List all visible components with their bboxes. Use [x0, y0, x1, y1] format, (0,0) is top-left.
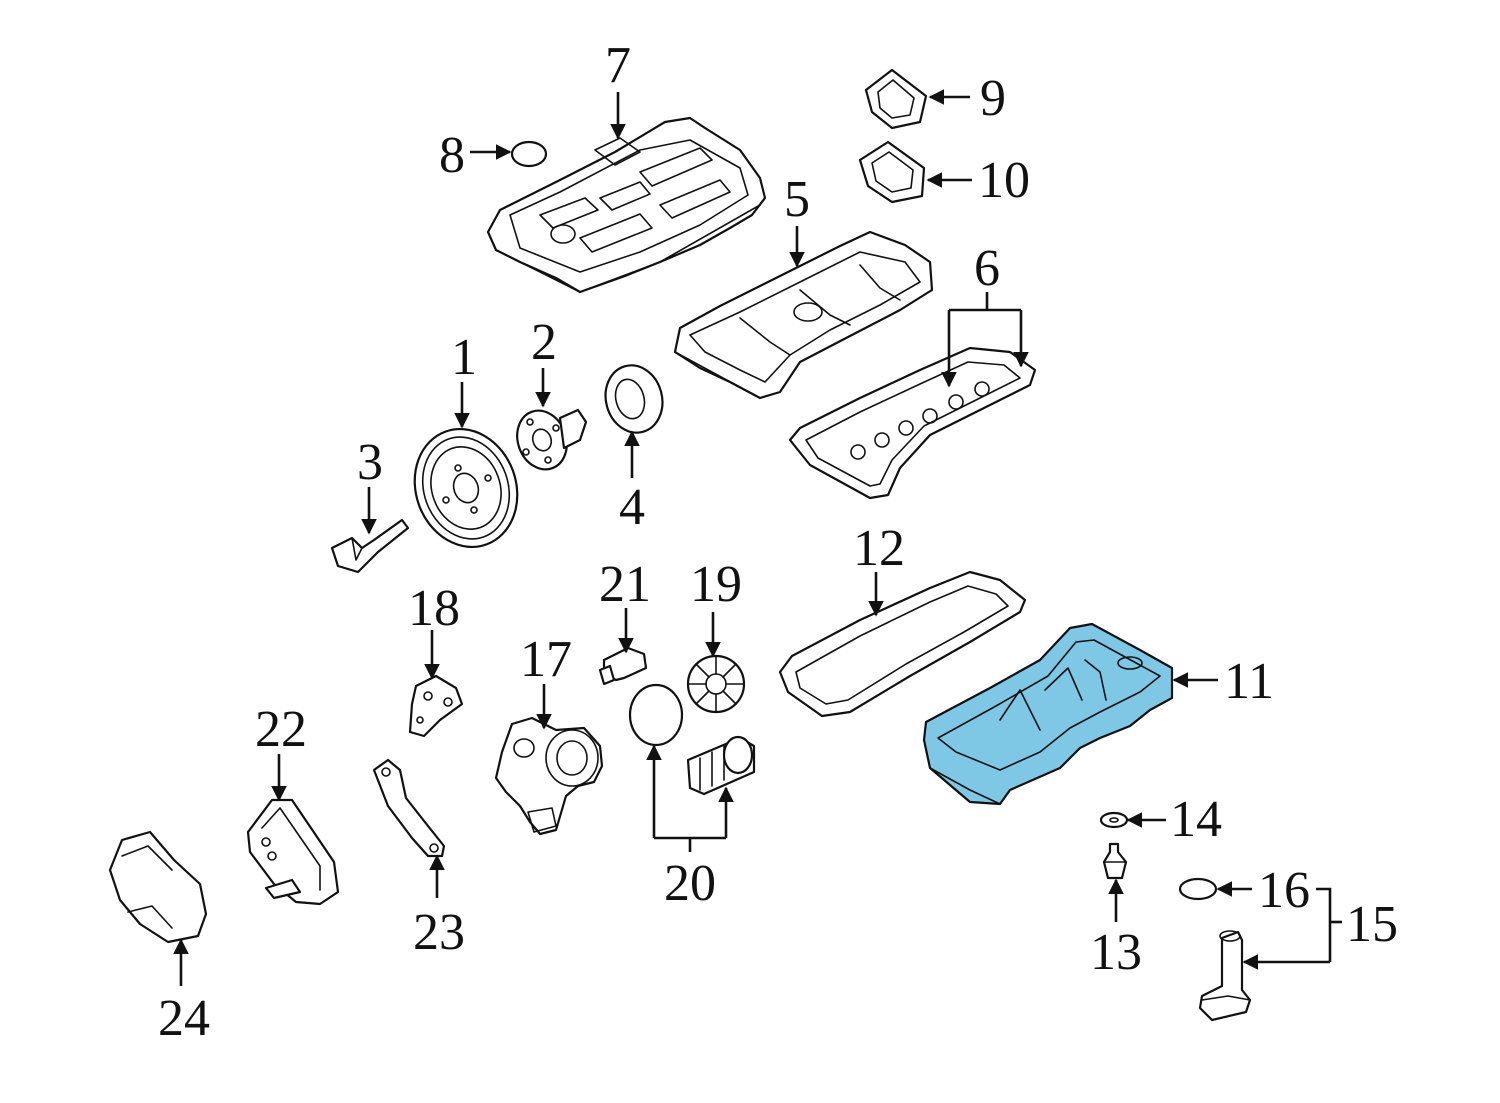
callout-12[interactable]: 12	[853, 520, 905, 577]
callout-17[interactable]: 17	[520, 631, 572, 688]
callout-15[interactable]: 15	[1346, 896, 1398, 953]
part-2-hub[interactable]	[509, 404, 588, 477]
part-3-bolt[interactable]	[330, 518, 410, 574]
part-17-oil-filter-housing[interactable]	[494, 716, 604, 836]
part-1-crank-pulley[interactable]	[398, 415, 533, 562]
callout-9[interactable]: 9	[980, 70, 1006, 127]
part-20-oil-filter[interactable]	[628, 683, 756, 796]
callout-3[interactable]: 3	[357, 434, 383, 491]
part-8-o-ring[interactable]	[510, 140, 548, 168]
part-11-oil-pan[interactable]	[922, 622, 1174, 806]
callout-16[interactable]: 16	[1258, 862, 1310, 919]
callout-13[interactable]: 13	[1090, 924, 1142, 981]
part-5-valve-cover[interactable]	[673, 230, 934, 400]
callout-20[interactable]: 20	[664, 855, 716, 912]
callout-14[interactable]: 14	[1170, 791, 1222, 848]
callout-6[interactable]: 6	[974, 240, 1000, 297]
part-22-oil-cooler[interactable]	[246, 798, 340, 906]
callout-19[interactable]: 19	[690, 556, 742, 613]
callout-4[interactable]: 4	[619, 479, 645, 536]
callout-24[interactable]: 24	[158, 990, 210, 1047]
callout-21[interactable]: 21	[599, 556, 651, 613]
part-10-gasket[interactable]	[858, 140, 926, 204]
part-13-drain-plug[interactable]	[1102, 842, 1128, 880]
part-21-sensor[interactable]	[598, 646, 648, 686]
callout-5[interactable]: 5	[784, 171, 810, 228]
callout-1[interactable]: 1	[451, 329, 477, 386]
callout-11[interactable]: 11	[1224, 653, 1274, 710]
part-7-engine-cover[interactable]	[486, 116, 767, 294]
callout-8[interactable]: 8	[439, 127, 465, 184]
leader-lines	[173, 89, 1342, 986]
callout-23[interactable]: 23	[413, 904, 465, 961]
part-6-valve-cover-gasket[interactable]	[788, 346, 1037, 500]
callout-22[interactable]: 22	[255, 701, 307, 758]
part-16-o-ring[interactable]	[1178, 877, 1218, 901]
part-18-bracket[interactable]	[408, 674, 464, 738]
part-15-oil-level-sensor[interactable]	[1198, 930, 1252, 1022]
part-9-gasket[interactable]	[864, 68, 928, 130]
part-19-filter-cap[interactable]	[686, 654, 746, 714]
callout-labels: 7 8 9 10 5 6 1 2 3 4 12 11 14 13 16 15 1…	[158, 37, 1398, 1047]
part-14-washer[interactable]	[1099, 811, 1129, 829]
callout-18[interactable]: 18	[408, 580, 460, 637]
callout-10[interactable]: 10	[978, 152, 1030, 209]
callout-2[interactable]: 2	[531, 314, 557, 371]
part-24-housing[interactable]	[108, 830, 208, 944]
callout-7[interactable]: 7	[605, 37, 631, 94]
part-23-bracket[interactable]	[372, 758, 446, 858]
part-4-seal[interactable]	[598, 359, 670, 439]
